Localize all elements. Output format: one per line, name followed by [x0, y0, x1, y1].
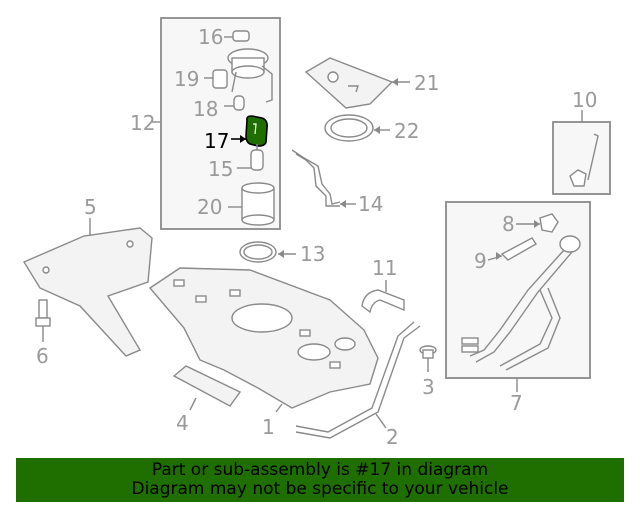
callout-22: 22 [394, 119, 419, 143]
part-6-bolt [35, 299, 51, 342]
callout-16: 16 [198, 25, 223, 49]
part-3-clip [419, 345, 437, 372]
pump-flange [227, 48, 273, 103]
part-9-hose [487, 237, 537, 261]
part-17-highlighted [231, 115, 268, 147]
callout-18: 18 [193, 97, 218, 121]
part-20-strainer [228, 182, 275, 226]
part-5-heat-shield [22, 218, 153, 357]
part-18-oring [224, 95, 245, 111]
callout-4: 4 [176, 411, 189, 435]
banner-line-2: Diagram may not be specific to your vehi… [131, 479, 509, 499]
callout-8: 8 [502, 212, 515, 236]
callout-2: 2 [386, 425, 399, 449]
part-22-ring [324, 114, 390, 142]
callout-12: 12 [130, 111, 155, 135]
callout-3: 3 [422, 375, 435, 399]
callout-7: 7 [510, 391, 523, 415]
callout-13: 13 [300, 242, 325, 266]
callout-9: 9 [474, 249, 487, 273]
part-15-sensor [237, 144, 264, 171]
banner-line-1: Part or sub-assembly is #17 in diagram [151, 460, 489, 480]
callout-11: 11 [372, 256, 397, 280]
part-2-strap [295, 321, 421, 439]
callout-21: 21 [414, 71, 439, 95]
callout-15: 15 [208, 157, 233, 181]
part-21-plate [304, 57, 410, 109]
callout-6: 6 [36, 344, 49, 368]
part-13-gasket [239, 241, 296, 263]
part-7-filler-neck [461, 213, 581, 392]
callout-14: 14 [358, 192, 383, 216]
callout-5: 5 [84, 195, 97, 219]
part-4-shield [172, 365, 242, 411]
part-1-fuel-tank [148, 267, 379, 413]
info-banner: Part or sub-assembly is #17 in diagram D… [16, 458, 624, 502]
part-16-connector [224, 30, 250, 42]
callout-17: 17 [204, 129, 229, 153]
callout-1: 1 [262, 415, 275, 439]
callout-19: 19 [174, 67, 199, 91]
callout-20: 20 [197, 195, 222, 219]
part-14-hose [291, 149, 356, 208]
part-11-hose [361, 280, 405, 314]
part-10-vent [569, 110, 599, 187]
callout-10: 10 [572, 88, 597, 112]
part-19-filter [204, 69, 228, 89]
